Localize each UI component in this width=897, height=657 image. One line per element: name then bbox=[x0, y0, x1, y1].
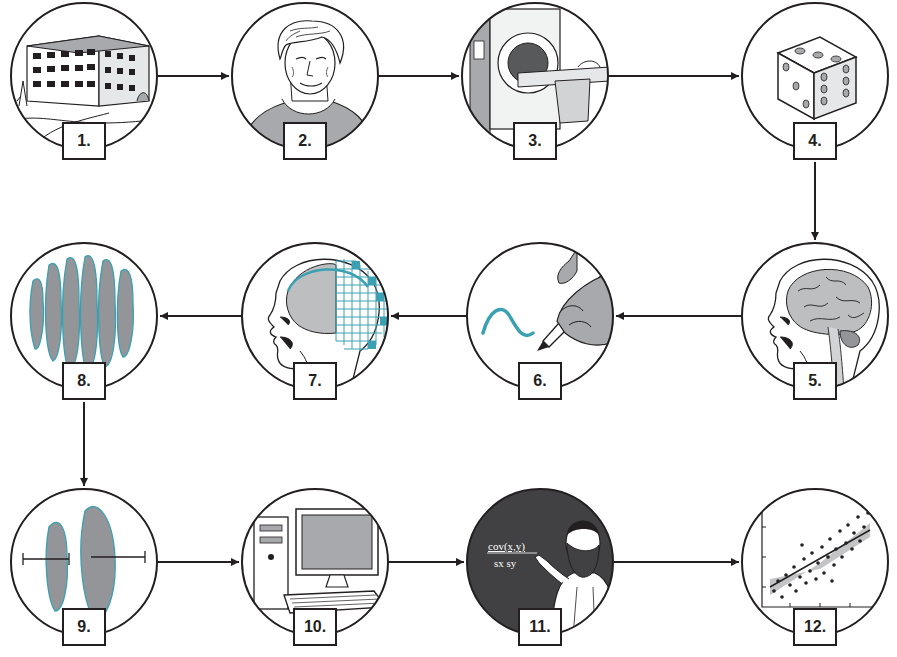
flow-arrow bbox=[391, 315, 466, 317]
formula-text: cov(x,y) bbox=[488, 540, 525, 552]
step-circle: 9. bbox=[10, 488, 158, 636]
flow-arrow bbox=[609, 75, 739, 77]
step-circle: 7. bbox=[241, 242, 389, 390]
step-number: 2. bbox=[283, 122, 327, 160]
flow-arrow bbox=[158, 75, 229, 77]
step-number: 8. bbox=[62, 362, 106, 400]
flow-arrow bbox=[160, 315, 241, 317]
step-circle: 10. bbox=[241, 488, 389, 636]
flow-arrow bbox=[83, 402, 85, 486]
step-number: 12. bbox=[793, 608, 837, 646]
flow-arrow bbox=[379, 75, 459, 77]
step-circle: 6. bbox=[466, 242, 614, 390]
measurement-illustration bbox=[23, 507, 145, 620]
step-number: 4. bbox=[793, 122, 837, 160]
step-number: 5. bbox=[793, 362, 837, 400]
step-circle: 4. bbox=[741, 2, 889, 150]
dice-illustration bbox=[778, 37, 856, 119]
formula-text: sx sy bbox=[494, 557, 516, 569]
flow-arrow bbox=[814, 162, 816, 240]
step-number: 7. bbox=[293, 362, 337, 400]
step-circle: 5. bbox=[741, 242, 889, 390]
flow-arrow bbox=[158, 561, 239, 563]
step-circle: 1. bbox=[10, 2, 158, 150]
flow-arrow bbox=[616, 315, 741, 317]
step-number: 6. bbox=[518, 362, 562, 400]
flow-arrow bbox=[389, 561, 464, 563]
segmentation-marker-illustration bbox=[483, 249, 625, 351]
step-circle: 2. bbox=[231, 2, 379, 150]
step-circle: 12. bbox=[741, 488, 889, 636]
step-circle: 8. bbox=[10, 242, 158, 390]
step-number: 3. bbox=[513, 122, 557, 160]
flow-arrow bbox=[614, 561, 739, 563]
step-number: 11. bbox=[518, 608, 562, 646]
scatter-plot-illustration bbox=[762, 507, 878, 607]
step-number: 1. bbox=[62, 122, 106, 160]
step-circle: 3. bbox=[461, 2, 609, 150]
computer-illustration bbox=[254, 509, 386, 613]
step-number: 9. bbox=[62, 608, 106, 646]
step-circle: 11. bbox=[466, 488, 614, 636]
step-number: 10. bbox=[293, 608, 337, 646]
